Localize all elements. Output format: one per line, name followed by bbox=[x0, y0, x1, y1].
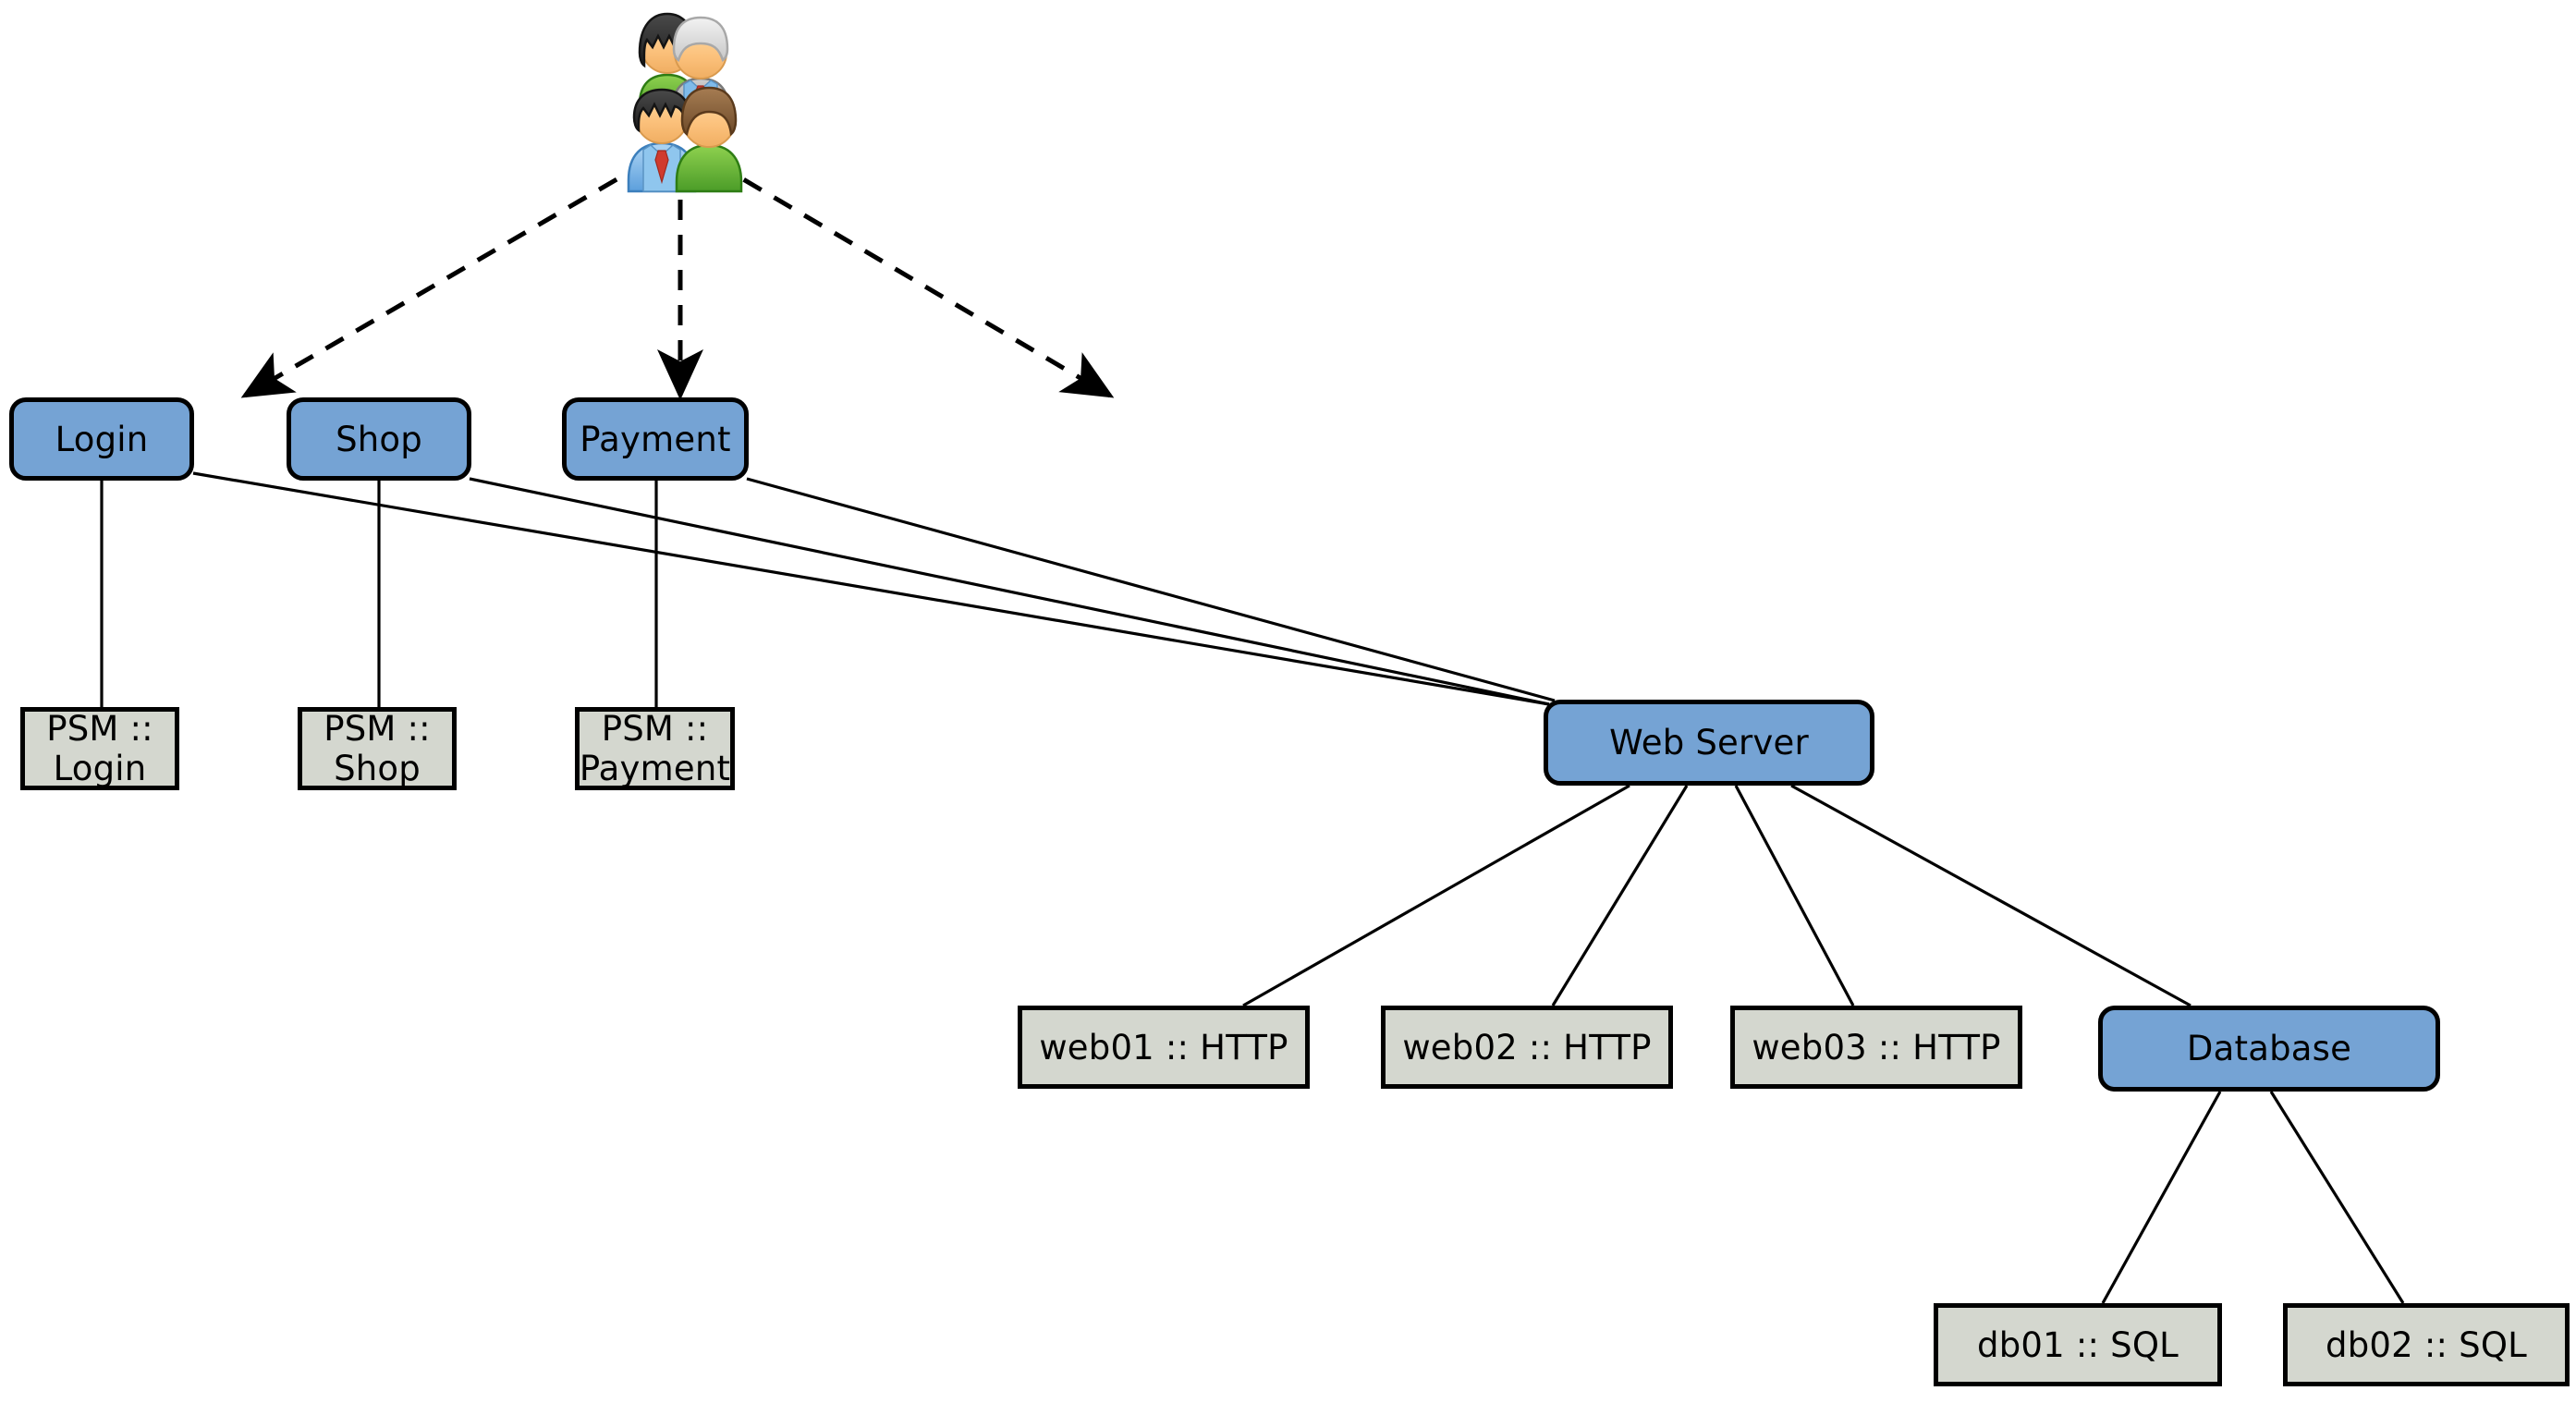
node-label-login: Login bbox=[55, 419, 149, 459]
node-db02[interactable]: db02 :: SQL bbox=[2283, 1303, 2570, 1386]
node-web01[interactable]: web01 :: HTTP bbox=[1018, 1006, 1310, 1089]
node-label-psmshop: PSM :: Shop bbox=[324, 709, 431, 788]
group-of-users-icon bbox=[627, 12, 743, 193]
node-web03[interactable]: web03 :: HTTP bbox=[1730, 1006, 2022, 1089]
node-payment[interactable]: Payment bbox=[562, 397, 749, 481]
node-label-db02: db02 :: SQL bbox=[2326, 1324, 2527, 1365]
person-front-right bbox=[675, 86, 743, 193]
edge-database-db02 bbox=[2269, 1091, 2405, 1304]
node-web02[interactable]: web02 :: HTTP bbox=[1381, 1006, 1673, 1089]
edge-database-db01 bbox=[2101, 1091, 2222, 1304]
node-webserver[interactable]: Web Server bbox=[1544, 700, 1874, 786]
node-psmshop[interactable]: PSM :: Shop bbox=[298, 707, 457, 790]
edge-web-database bbox=[1790, 784, 2191, 1007]
node-label-psmlogin: PSM :: Login bbox=[46, 709, 153, 788]
node-shop[interactable]: Shop bbox=[287, 397, 471, 481]
node-login[interactable]: Login bbox=[9, 397, 194, 481]
edge-actor-login bbox=[240, 159, 649, 398]
edge-login-web bbox=[192, 471, 1550, 706]
node-label-shop: Shop bbox=[336, 419, 422, 459]
edge-web-web03 bbox=[1734, 785, 1855, 1006]
node-label-web02: web02 :: HTTP bbox=[1402, 1027, 1652, 1068]
node-label-web01: web01 :: HTTP bbox=[1039, 1027, 1288, 1068]
node-label-payment: Payment bbox=[580, 419, 731, 459]
edge-shop-web bbox=[469, 477, 1550, 706]
edge-payment-web bbox=[746, 477, 1556, 702]
node-label-web03: web03 :: HTTP bbox=[1752, 1027, 2001, 1068]
edge-actor-payment bbox=[712, 159, 1115, 398]
users-actor[interactable] bbox=[599, 5, 765, 194]
node-psmpay[interactable]: PSM :: Payment bbox=[575, 707, 735, 790]
edge-web-web01 bbox=[1242, 784, 1630, 1007]
node-label-webserver: Web Server bbox=[1609, 723, 1809, 762]
node-label-database: Database bbox=[2186, 1029, 2352, 1068]
node-database[interactable]: Database bbox=[2098, 1006, 2440, 1092]
node-psmlogin[interactable]: PSM :: Login bbox=[20, 707, 179, 790]
edge-web-web02 bbox=[1551, 785, 1689, 1006]
node-label-psmpay: PSM :: Payment bbox=[579, 709, 731, 788]
node-label-db01: db01 :: SQL bbox=[1977, 1324, 2179, 1365]
node-db01[interactable]: db01 :: SQL bbox=[1934, 1303, 2222, 1386]
